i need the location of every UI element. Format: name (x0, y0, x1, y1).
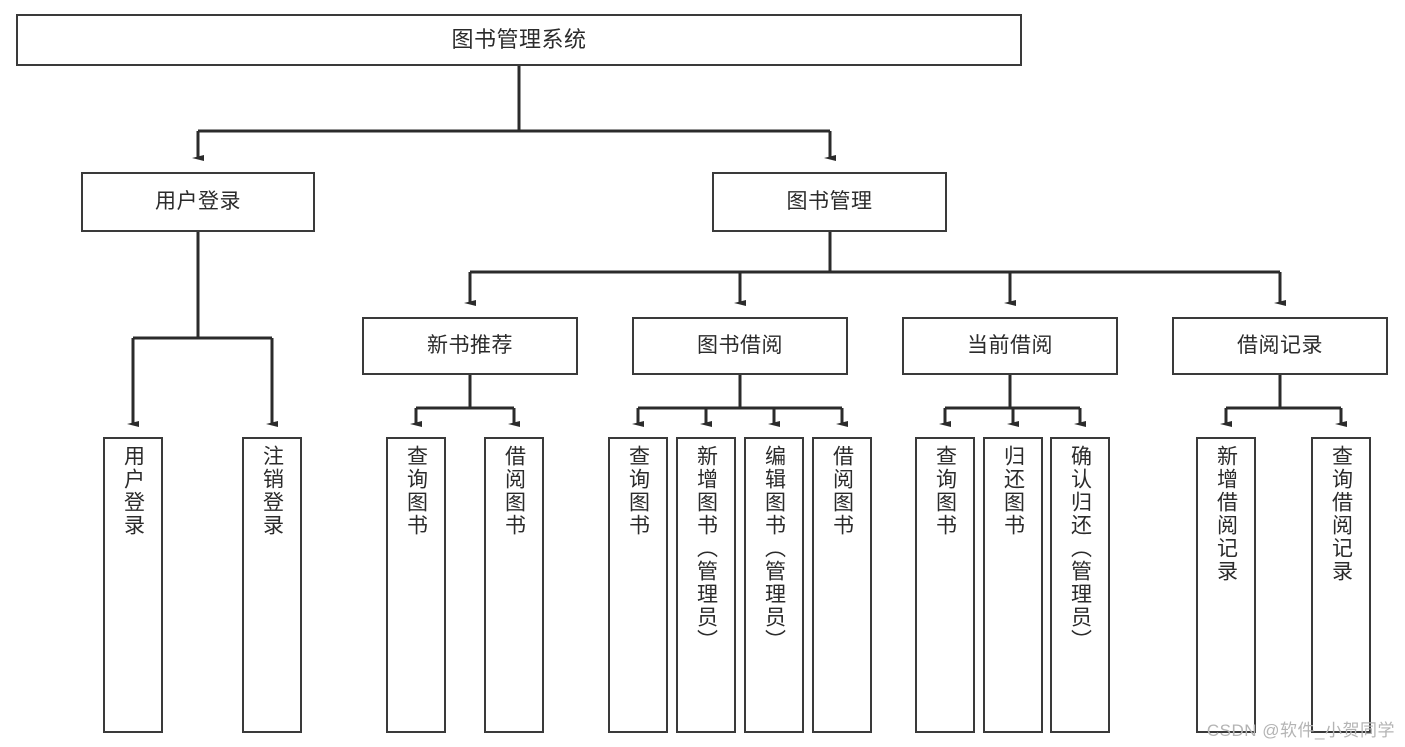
node-label: 查询图书 (404, 445, 428, 537)
node-root-library-management-system[interactable]: 图书管理系统 (16, 14, 1022, 66)
node-label: 借阅图书 (830, 445, 854, 537)
node-label: 确认归还（管理员） (1068, 445, 1092, 652)
watermark-text: CSDN @软件_小贺同学 (1206, 721, 1395, 740)
node-label: 查询借阅记录 (1329, 445, 1353, 583)
node-label: 当前借阅 (967, 333, 1053, 357)
node-label: 新增借阅记录 (1214, 445, 1238, 583)
node-leaf-borrow-book[interactable]: 借阅图书 (812, 437, 872, 733)
node-label: 查询图书 (626, 445, 650, 537)
node-new-book-recommend[interactable]: 新书推荐 (362, 317, 578, 375)
node-leaf-edit-book-admin[interactable]: 编辑图书（管理员） (744, 437, 804, 733)
node-label: 新书推荐 (427, 333, 513, 357)
node-leaf-query-book-newbook[interactable]: 查询图书 (386, 437, 446, 733)
node-label: 图书管理系统 (451, 27, 587, 53)
node-current-borrow[interactable]: 当前借阅 (902, 317, 1118, 375)
node-leaf-logout[interactable]: 注销登录 (242, 437, 302, 733)
node-leaf-return-book[interactable]: 归还图书 (983, 437, 1043, 733)
node-label: 用户登录 (121, 445, 145, 537)
node-leaf-confirm-return-admin[interactable]: 确认归还（管理员） (1050, 437, 1110, 733)
node-leaf-query-book-borrow[interactable]: 查询图书 (608, 437, 668, 733)
node-user-login[interactable]: 用户登录 (81, 172, 315, 232)
node-borrow-record[interactable]: 借阅记录 (1172, 317, 1388, 375)
node-leaf-borrow-book-newbook[interactable]: 借阅图书 (484, 437, 544, 733)
node-book-borrow[interactable]: 图书借阅 (632, 317, 848, 375)
node-label: 借阅记录 (1237, 333, 1323, 357)
node-label: 用户登录 (155, 189, 241, 213)
node-label: 编辑图书（管理员） (762, 445, 786, 652)
node-label: 查询图书 (933, 445, 957, 537)
node-leaf-add-borrow-record[interactable]: 新增借阅记录 (1196, 437, 1256, 733)
node-label: 归还图书 (1001, 445, 1025, 537)
node-label: 借阅图书 (502, 445, 526, 537)
node-label: 新增图书（管理员） (694, 445, 718, 652)
node-book-management[interactable]: 图书管理 (712, 172, 947, 232)
node-leaf-query-borrow-record[interactable]: 查询借阅记录 (1311, 437, 1371, 733)
node-label: 注销登录 (260, 445, 284, 537)
node-leaf-query-book-current[interactable]: 查询图书 (915, 437, 975, 733)
node-label: 图书借阅 (697, 333, 783, 357)
node-label: 图书管理 (786, 189, 873, 213)
node-leaf-add-book-admin[interactable]: 新增图书（管理员） (676, 437, 736, 733)
node-leaf-user-login[interactable]: 用户登录 (103, 437, 163, 733)
